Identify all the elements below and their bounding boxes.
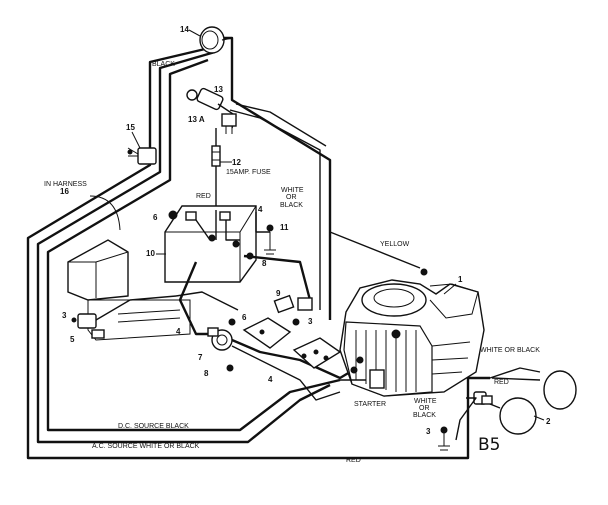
label-white-top: WHITE [281,187,304,194]
callout-numbers: 14 13 13 A 15 12 16 6 4 11 10 8 1 9 3 3 … [60,25,551,436]
callout-10: 10 [146,249,155,258]
part-10-battery [164,205,257,283]
part-1-engine [339,279,485,397]
wire-labels: BLACK IN HARNESS 15AMP. FUSE RED WHITE O… [44,61,540,464]
label-or-top: OR [286,194,297,201]
control-module [242,317,342,369]
callout-2: 2 [546,417,551,426]
callout-3c: 3 [426,427,431,436]
callout-8a: 8 [262,259,267,268]
label-yellow: YELLOW [380,241,410,248]
part-15-switch [127,147,157,165]
part-13-ignition-switch [186,87,237,134]
part-5-seat-switch [71,295,177,339]
harness-bracket [67,239,191,341]
callout-3a: 3 [62,311,67,320]
label-black-low: BLACK [413,412,436,419]
part-11-ground [255,212,276,255]
callout-15: 15 [126,123,135,132]
callout-1: 1 [458,275,463,284]
callout-4b: 4 [176,327,181,336]
label-in-harness: IN HARNESS [44,181,87,188]
part-9-switch [273,294,313,326]
callout-4a: 4 [258,205,263,214]
callout-11: 11 [280,223,289,232]
label-black-top2: BLACK [280,202,303,209]
label-or-low: OR [419,405,430,412]
callout-13a: 13 A [188,115,205,124]
yellow-wire [329,231,428,276]
label-black-top: BLACK [152,61,175,68]
part-6-bolt-upper [168,210,178,220]
callout-12: 12 [232,158,241,167]
label-red-bottom: RED [346,457,361,464]
battery-cables [175,254,312,336]
callout-6a: 6 [153,213,158,222]
sheet-id: B5 [478,435,500,455]
label-fuse: 15AMP. FUSE [226,169,271,176]
label-white-low: WHITE [414,398,437,405]
label-red-right: RED [494,379,509,386]
main-harness [26,36,490,460]
label-ac-source: A.C. SOURCE WHITE OR BLACK [92,443,200,450]
callout-8b: 8 [204,369,209,378]
callout-9: 9 [276,289,281,298]
label-starter: STARTER [354,401,386,408]
callout-13: 13 [214,85,223,94]
callout-7: 7 [198,353,203,362]
label-dc-source: D.C. SOURCE BLACK [118,423,189,430]
part-2-headlights [455,367,577,441]
part-14-ammeter [199,26,233,54]
part-3-ground-lower [438,426,450,451]
callout-3b: 3 [308,317,313,326]
callout-16: 16 [60,187,69,196]
callout-6b: 6 [242,313,247,322]
callout-14: 14 [180,25,189,34]
part-7-solenoid [207,318,351,401]
label-white-or-black-right: WHITE OR BLACK [480,347,540,354]
callout-5: 5 [70,335,75,344]
callout-4c: 4 [268,375,273,384]
part-12-fuse [211,128,232,210]
label-red-top: RED [196,193,211,200]
